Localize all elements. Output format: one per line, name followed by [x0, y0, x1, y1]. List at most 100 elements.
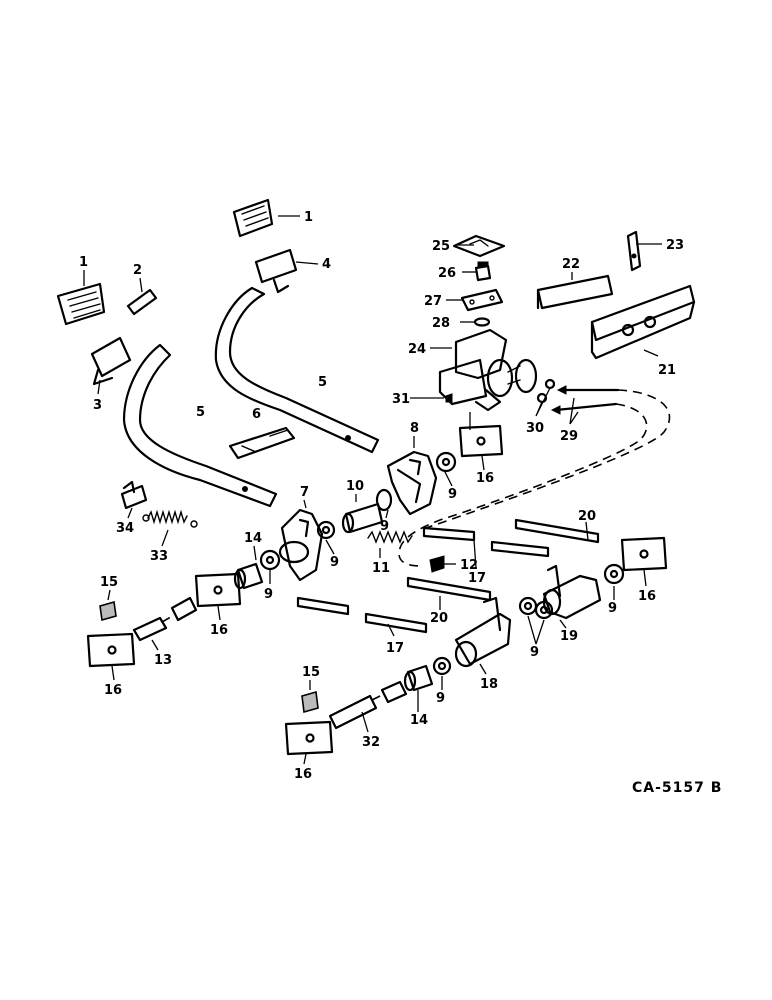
clip-15-a [99, 600, 117, 622]
nut-9-e [603, 563, 625, 585]
bracket-22 [536, 274, 614, 310]
callout-15-a: 15 [100, 575, 118, 590]
nut-9-b [316, 520, 336, 540]
callout-19: 19 [560, 629, 578, 644]
callout-16-d: 16 [638, 589, 656, 604]
callout-1-upper: 1 [304, 210, 313, 225]
clip-15-b [301, 690, 319, 714]
plate-16-c [86, 632, 136, 668]
plug-31 [445, 393, 453, 403]
callout-29: 29 [560, 429, 578, 444]
callout-1-left: 1 [79, 255, 88, 270]
callout-32: 32 [362, 735, 380, 750]
clip-23 [626, 230, 642, 272]
callout-25: 25 [432, 239, 450, 254]
callout-17-a: 17 [468, 571, 486, 586]
callout-33: 33 [150, 549, 168, 564]
callout-10: 10 [346, 479, 364, 494]
rod-17-upper [422, 526, 550, 558]
callout-9-e: 9 [530, 645, 539, 660]
pedal-pad-right [232, 198, 274, 238]
callout-22: 22 [562, 257, 580, 272]
callout-12: 12 [460, 558, 478, 573]
callout-6: 6 [252, 407, 261, 422]
callout-14-b: 14 [410, 713, 428, 728]
callout-17-b: 17 [386, 641, 404, 656]
bracket-3 [90, 336, 132, 386]
callout-34: 34 [116, 521, 134, 536]
callout-15-b: 15 [302, 665, 320, 680]
shaft-assembly-8 [386, 450, 438, 516]
callout-20-lower: 20 [430, 611, 448, 626]
callout-27: 27 [424, 294, 442, 309]
plate-6 [228, 426, 296, 460]
callout-16-b: 16 [210, 623, 228, 638]
callout-9-a: 9 [448, 487, 457, 502]
callout-26: 26 [438, 266, 456, 281]
callout-labels: 1 1 2 3 4 5 5 6 7 8 9 9 9 9 9 9 9 10 11 … [79, 210, 684, 782]
nut-9-d [518, 596, 554, 620]
callout-11: 11 [372, 561, 390, 576]
callout-28: 28 [432, 316, 450, 331]
pedal-pad-left [56, 282, 106, 326]
fittings-30 [536, 378, 556, 404]
callout-3: 3 [93, 398, 102, 413]
pin-32 [328, 680, 408, 730]
bushing-9-upper [375, 488, 393, 512]
spring-11 [367, 530, 413, 544]
spring-33 [142, 509, 198, 528]
callout-9-f: 9 [608, 601, 617, 616]
plate-16-a [458, 424, 504, 458]
pedal-arm-left [122, 343, 278, 508]
master-cylinder-24 [438, 328, 538, 412]
plate-16-b [194, 572, 242, 608]
nut-9-c [259, 549, 281, 571]
shaft-assembly-7 [278, 508, 324, 582]
callout-8: 8 [410, 421, 419, 436]
rod-17-lower [296, 596, 428, 634]
bushing-10 [341, 502, 384, 534]
callout-30: 30 [526, 421, 544, 436]
callout-16-a: 16 [476, 471, 494, 486]
callout-20-upper: 20 [578, 509, 596, 524]
rod-20-upper [514, 518, 600, 544]
bushing-14-b [403, 664, 434, 692]
leader-lines [83, 215, 662, 765]
callout-2: 2 [133, 263, 142, 278]
pin-2 [126, 288, 158, 316]
bracket-34 [120, 480, 148, 510]
plate-16-d [620, 536, 668, 572]
plate-16-e [284, 720, 334, 756]
callout-16-e: 16 [294, 767, 312, 782]
callout-7: 7 [300, 485, 309, 500]
cap-26 [474, 261, 492, 282]
callout-9-b: 9 [380, 519, 389, 534]
pin-13 [132, 596, 198, 642]
nut-9-a [435, 451, 457, 473]
brake-lines-29 [398, 385, 671, 567]
callout-9-d: 9 [264, 587, 273, 602]
callout-5-right: 5 [318, 375, 327, 390]
callout-9-c: 9 [330, 555, 339, 570]
shaft-assembly-18 [454, 596, 512, 668]
drawing-code: CA-5157 B [632, 780, 722, 796]
callout-4: 4 [322, 257, 331, 272]
callout-31: 31 [392, 392, 410, 407]
callout-16-c: 16 [104, 683, 122, 698]
pedal-arm-right [214, 286, 380, 454]
callout-14-a: 14 [244, 531, 262, 546]
callout-24: 24 [408, 342, 426, 357]
callout-18: 18 [480, 677, 498, 692]
callout-13: 13 [154, 653, 172, 668]
bracket-4 [254, 248, 298, 294]
shield-21 [590, 284, 696, 360]
callout-9-g: 9 [436, 691, 445, 706]
callout-21: 21 [658, 363, 676, 378]
nut-9-f [432, 656, 452, 676]
boot-25 [452, 234, 506, 258]
callout-23: 23 [666, 238, 684, 253]
callout-5-left: 5 [196, 405, 205, 420]
clip-12 [429, 555, 445, 573]
gasket-27 [460, 288, 504, 312]
